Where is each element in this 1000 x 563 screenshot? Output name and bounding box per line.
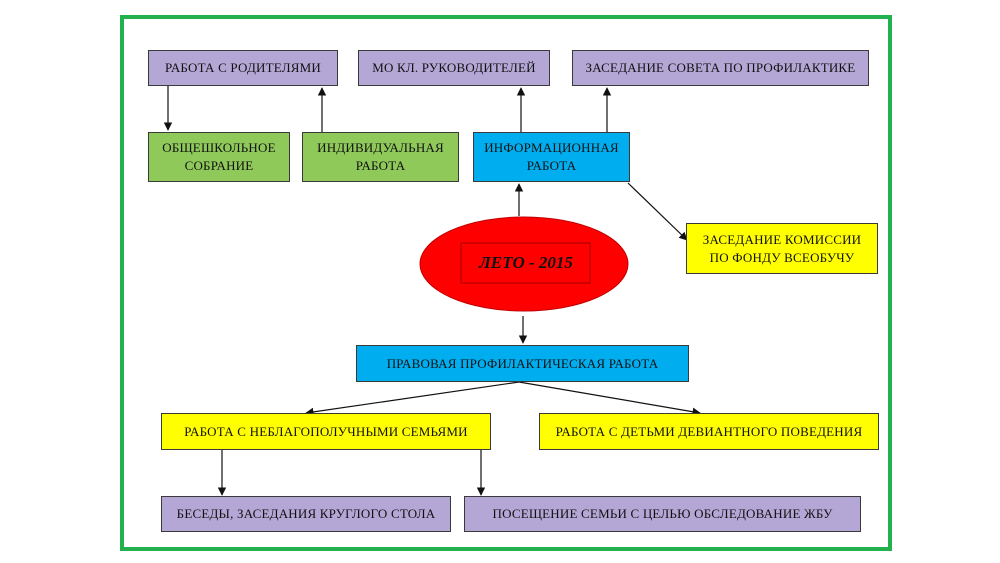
arrow-legal-to-families (305, 381, 520, 417)
box-prevention-council: ЗАСЕДАНИЕ СОВЕТА ПО ПРОФИЛАКТИКЕ (572, 50, 869, 86)
arrow-info-to-commission (627, 182, 688, 241)
box-mo-class-leaders: МО КЛ. РУКОВОДИТЕЛЕЙ (358, 50, 550, 86)
center-text-border (460, 242, 591, 284)
center-label: ЛЕТО - 2015 (479, 253, 573, 272)
box-family-visits: ПОСЕЩЕНИЕ СЕМЬИ С ЦЕЛЬЮ ОБСЛЕДОВАНИЕ ЖБУ (464, 496, 861, 532)
box-individual-work: ИНДИВИДУАЛЬНАЯ РАБОТА (302, 132, 459, 182)
box-parents-work: РАБОТА С РОДИТЕЛЯМИ (148, 50, 338, 86)
box-round-table-talks: БЕСЕДЫ, ЗАСЕДАНИЯ КРУГЛОГО СТОЛА (161, 496, 451, 532)
arrow-legal-to-deviant (518, 381, 701, 416)
box-dysfunctional-families: РАБОТА С НЕБЛАГОПОЛУЧНЫМИ СЕМЬЯМИ (161, 413, 491, 450)
box-legal-prevention: ПРАВОВАЯ ПРОФИЛАКТИЧЕСКАЯ РАБОТА (356, 345, 689, 382)
center-ellipse (419, 216, 629, 312)
box-school-assembly: ОБЩЕШКОЛЬНОЕ СОБРАНИЕ (148, 132, 290, 182)
box-commission-meeting: ЗАСЕДАНИЕ КОМИССИИ ПО ФОНДУ ВСЕОБУЧУ (686, 223, 878, 274)
diagram-frame (120, 15, 892, 551)
box-deviant-children: РАБОТА С ДЕТЬМИ ДЕВИАНТНОГО ПОВЕДЕНИЯ (539, 413, 879, 450)
box-information-work: ИНФОРМАЦИОННАЯ РАБОТА (473, 132, 630, 182)
